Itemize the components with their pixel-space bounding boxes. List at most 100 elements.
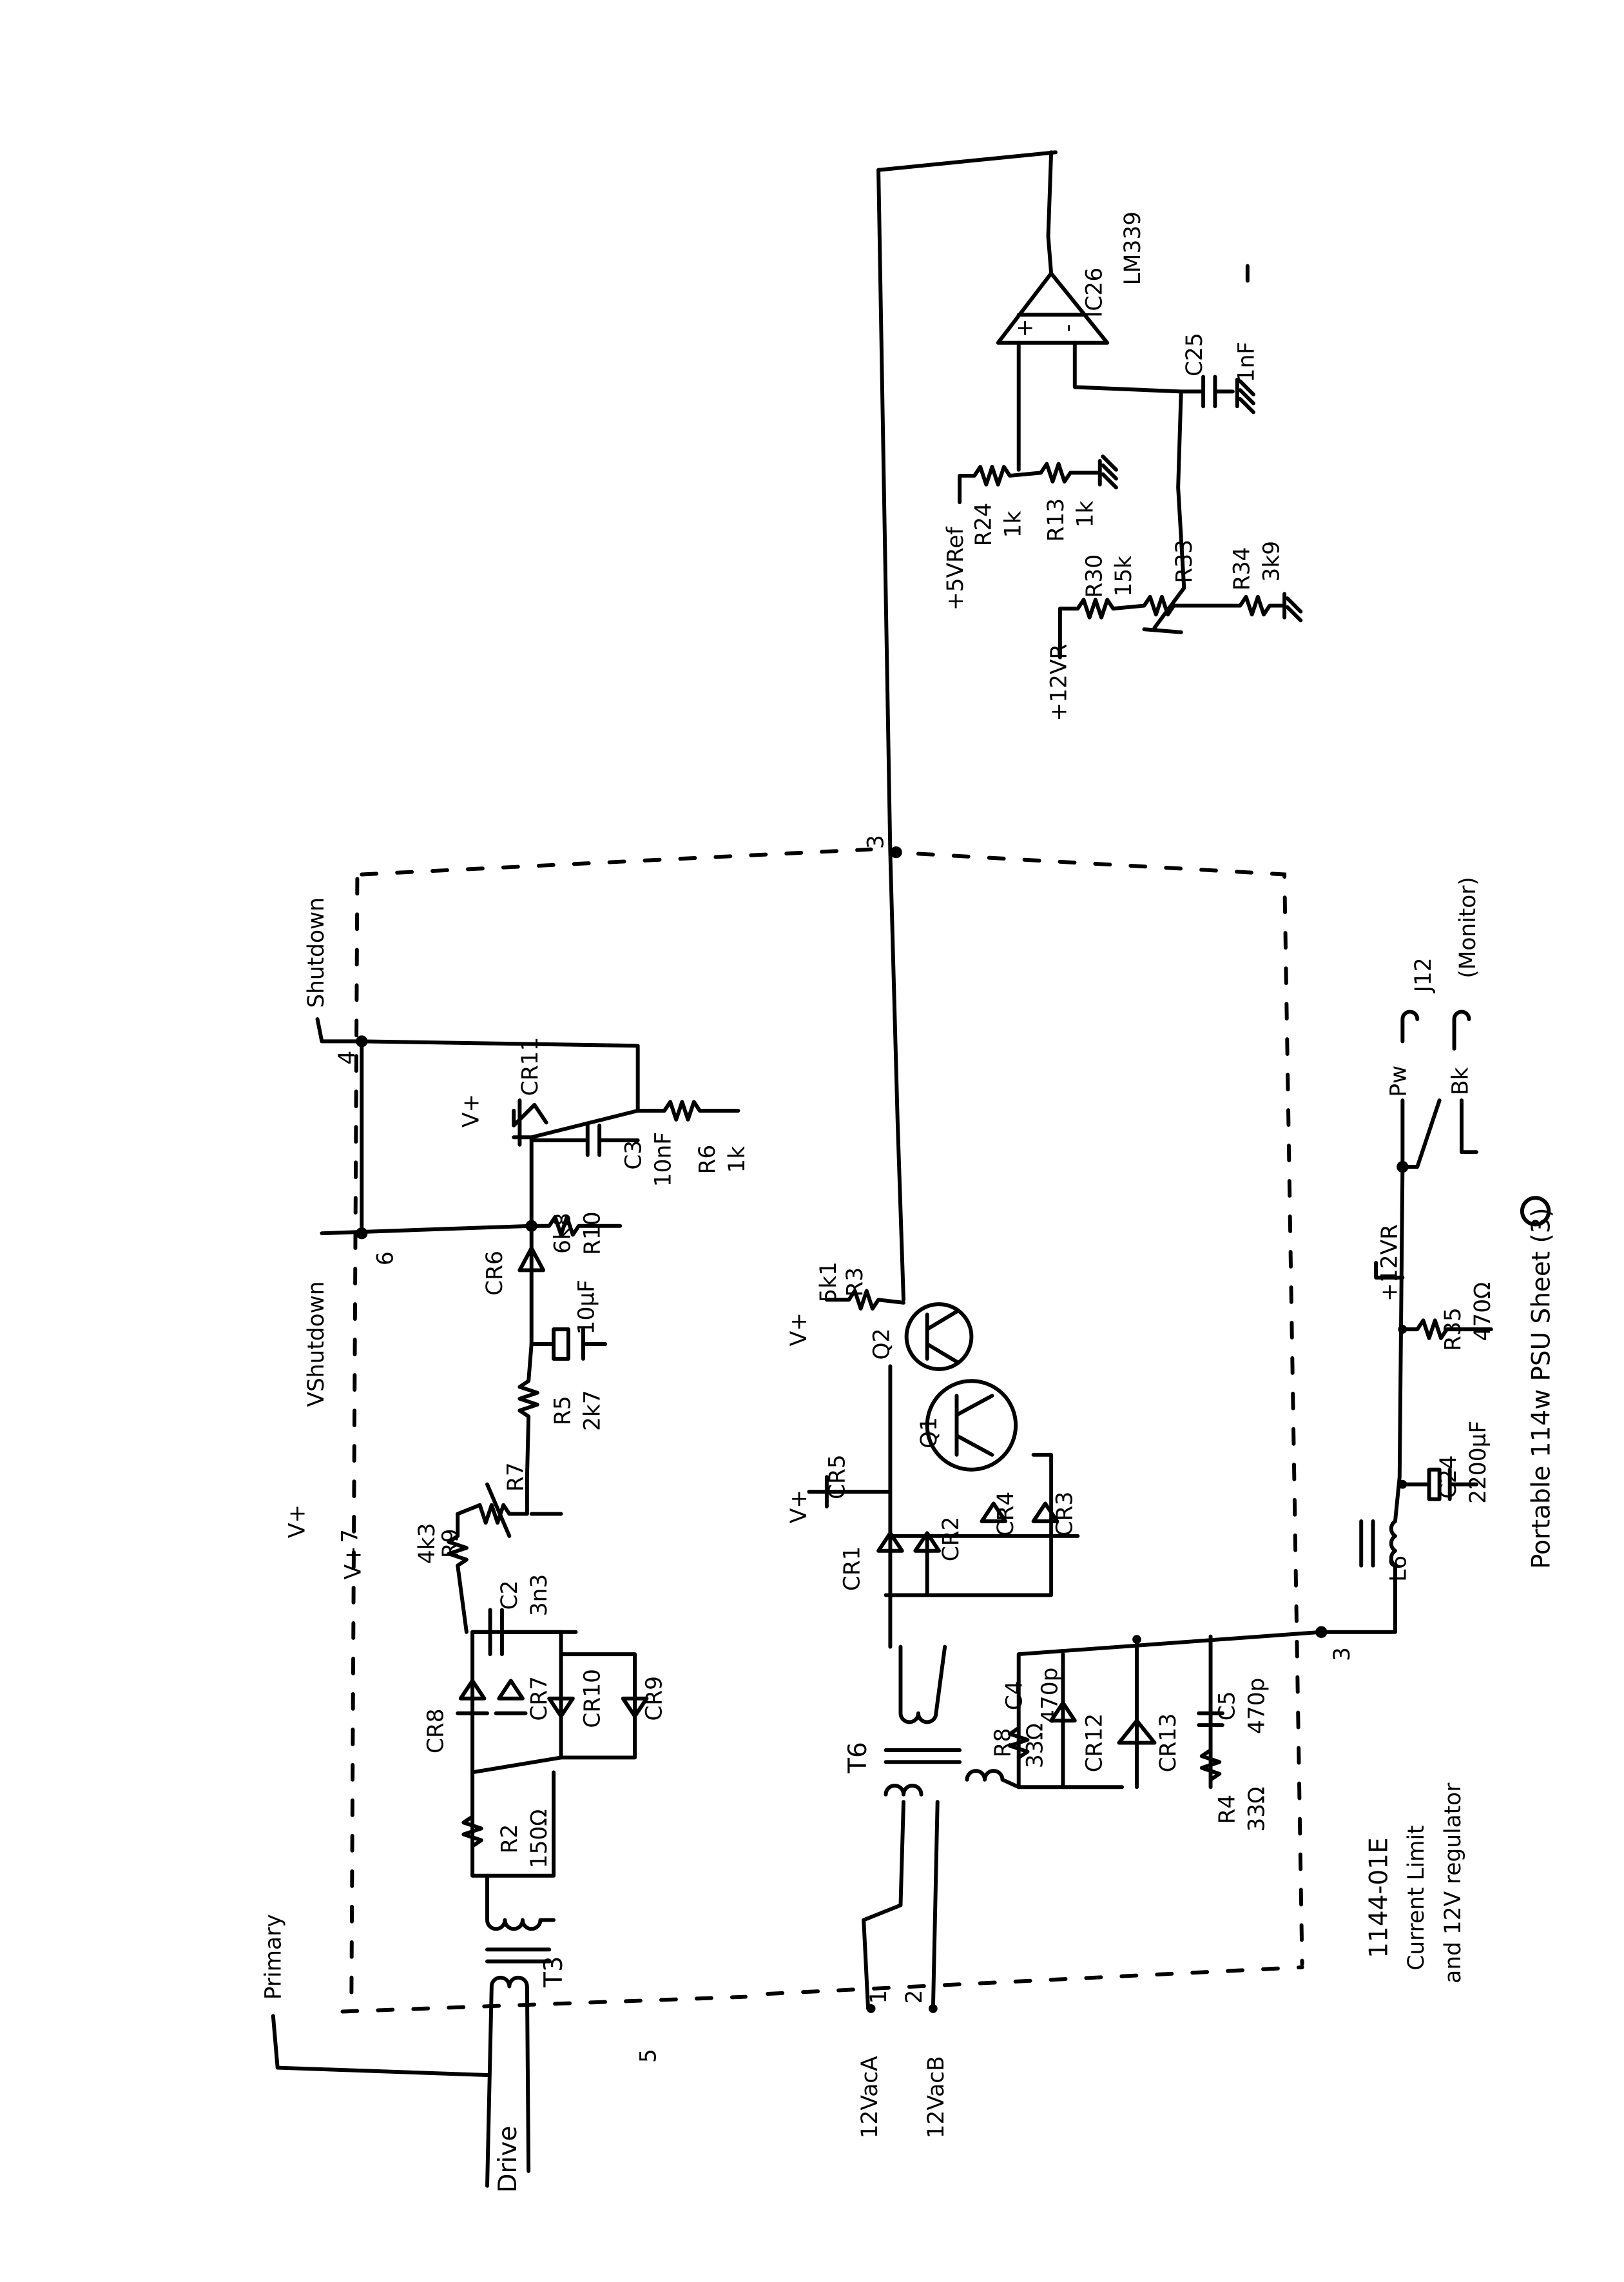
resistor-r5 [517,1342,539,1479]
resistor-r9 [447,1512,469,1634]
diode-cr13 [1117,1719,1157,1745]
label-12vaca: 12VacA [857,2056,883,2139]
resistor-r30-r33-r34 [1058,586,1287,659]
label-cr11: CR11 [517,1037,543,1097]
label-12vr-out: +12VR [1377,1224,1403,1302]
junction-dot [890,846,902,859]
diode-cr8 [456,1679,489,1715]
node-1: 1 [866,1990,892,2004]
label-r9-val: 4k3 [414,1523,440,1564]
label-c4-val: 470p [1038,1668,1063,1724]
label-r2-val: 150Ω [527,1809,552,1869]
label-r6: R6 [695,1145,720,1175]
label-pw: Pw [1386,1066,1411,1097]
diode-cr5 [807,1475,847,1508]
label-cr13: CR13 [1155,1713,1181,1773]
node-7: 7 [338,1529,363,1543]
label-r30-val: 15k [1111,556,1137,597]
shutdown-section [271,1017,740,2188]
resistor-r24-r13 [958,462,1102,505]
label-j12: J12 [1411,957,1436,993]
output-section [1359,1009,1551,1568]
label-q2: Q2 [869,1329,894,1360]
resistor-r8 [1008,1726,1030,1760]
label-cr6: CR6 [482,1251,508,1296]
label-c25: C25 [1182,333,1208,376]
label-r34: R34 [1229,547,1255,590]
label-r33: R33 [1172,540,1197,583]
label-r13-val: 1k [1073,501,1099,528]
labels: IC26 LM339 + - C25 1nF +5VRef R24 1k R13… [261,211,1556,2193]
label-r8-val: 33Ω [1023,1723,1049,1768]
label-r30: R30 [1081,554,1107,598]
diode-cr7 [494,1679,528,1715]
resistor-r35 [1400,1318,1493,1340]
node-4: 4 [334,1051,360,1065]
label-c3-val: 10nF [650,1132,676,1187]
label-r35: R35 [1440,1307,1466,1351]
label-cr7: CR7 [527,1676,552,1721]
diode-cr12 [1049,1701,1077,1723]
label-vplus-cr11: V+ [459,1094,485,1127]
label-c25-val: 1nF [1233,342,1259,382]
transformer-t6 [884,1644,1125,1797]
sheet-number-circle [1520,1196,1551,1227]
label-cr3: CR3 [1052,1492,1078,1537]
label-r24: R24 [971,503,997,547]
block-desc-2: and 12V regulator [1440,1782,1466,1984]
label-r5-val: 2k7 [579,1390,605,1431]
label-cr5: CR5 [825,1454,851,1499]
transistor-q1 [925,1379,1018,1472]
connector-j12 [1400,1009,1471,1051]
label-c2-val: 3n3 [527,1574,552,1617]
ground-icon [1097,454,1118,490]
transistor-q2 [904,1302,974,1371]
capacitor-c3 [529,1123,640,1157]
label-c24: C24 [1436,1455,1462,1499]
label-5vref: +5VRef [943,527,969,611]
ground-icon [1282,592,1303,623]
label-l6: L6 [1386,1555,1411,1582]
potentiometer-r7 [456,1475,563,1538]
label-r10-val: 6k8 [550,1213,576,1254]
resistor-r10 [529,1215,623,1237]
sheet-title: Portable 114w PSU Sheet (3) [1527,1207,1556,1569]
block-desc-1: Current Limit [1404,1826,1429,1971]
capacitor-c2 [470,1608,578,1657]
label-r5: R5 [550,1396,576,1425]
label-r4-val: 33Ω [1244,1787,1270,1832]
comparator-symbol [996,271,1110,345]
label-cr10: CR10 [579,1669,605,1728]
label-c4: C4 [1002,1681,1028,1710]
diode-cr6 [517,1224,546,1346]
resistor-r3 [824,1289,906,1311]
label-c24-val: 2200µF [1465,1421,1491,1504]
label-primary: Primary [261,1914,287,2000]
resistor-r6 [635,1100,740,1122]
diode-cr9 [621,1696,649,1719]
ground-icon [1235,378,1255,414]
sense-wire [876,168,906,1302]
label-c5: C5 [1215,1691,1241,1721]
label-drive: Drive [494,2126,523,2193]
diode-cr10 [547,1652,637,1760]
label-r7: R7 [503,1462,528,1492]
label-cr12: CR12 [1081,1713,1107,1773]
label-vshutdown: VShutdown [304,1281,329,1407]
comparator-section [876,150,1303,659]
label-r34-val: 3k9 [1259,541,1284,582]
label-vplus-7b: V+ [340,1546,366,1579]
label-cr1: CR1 [840,1546,865,1591]
capacitor-10uf [529,1327,608,1361]
transformer-t3 [485,1873,556,2188]
label-minus: - [1055,324,1081,332]
label-12vacb: 12VacB [923,2056,949,2138]
diode-cr11 [512,1098,548,1147]
label-c5-val: 470p [1244,1678,1270,1734]
label-plus: + [1012,318,1038,337]
block-id: 1144-01E [1365,1837,1394,1958]
label-q1: Q1 [916,1417,942,1448]
label-cr8: CR8 [423,1708,449,1753]
label-cr4: CR4 [993,1492,1019,1537]
